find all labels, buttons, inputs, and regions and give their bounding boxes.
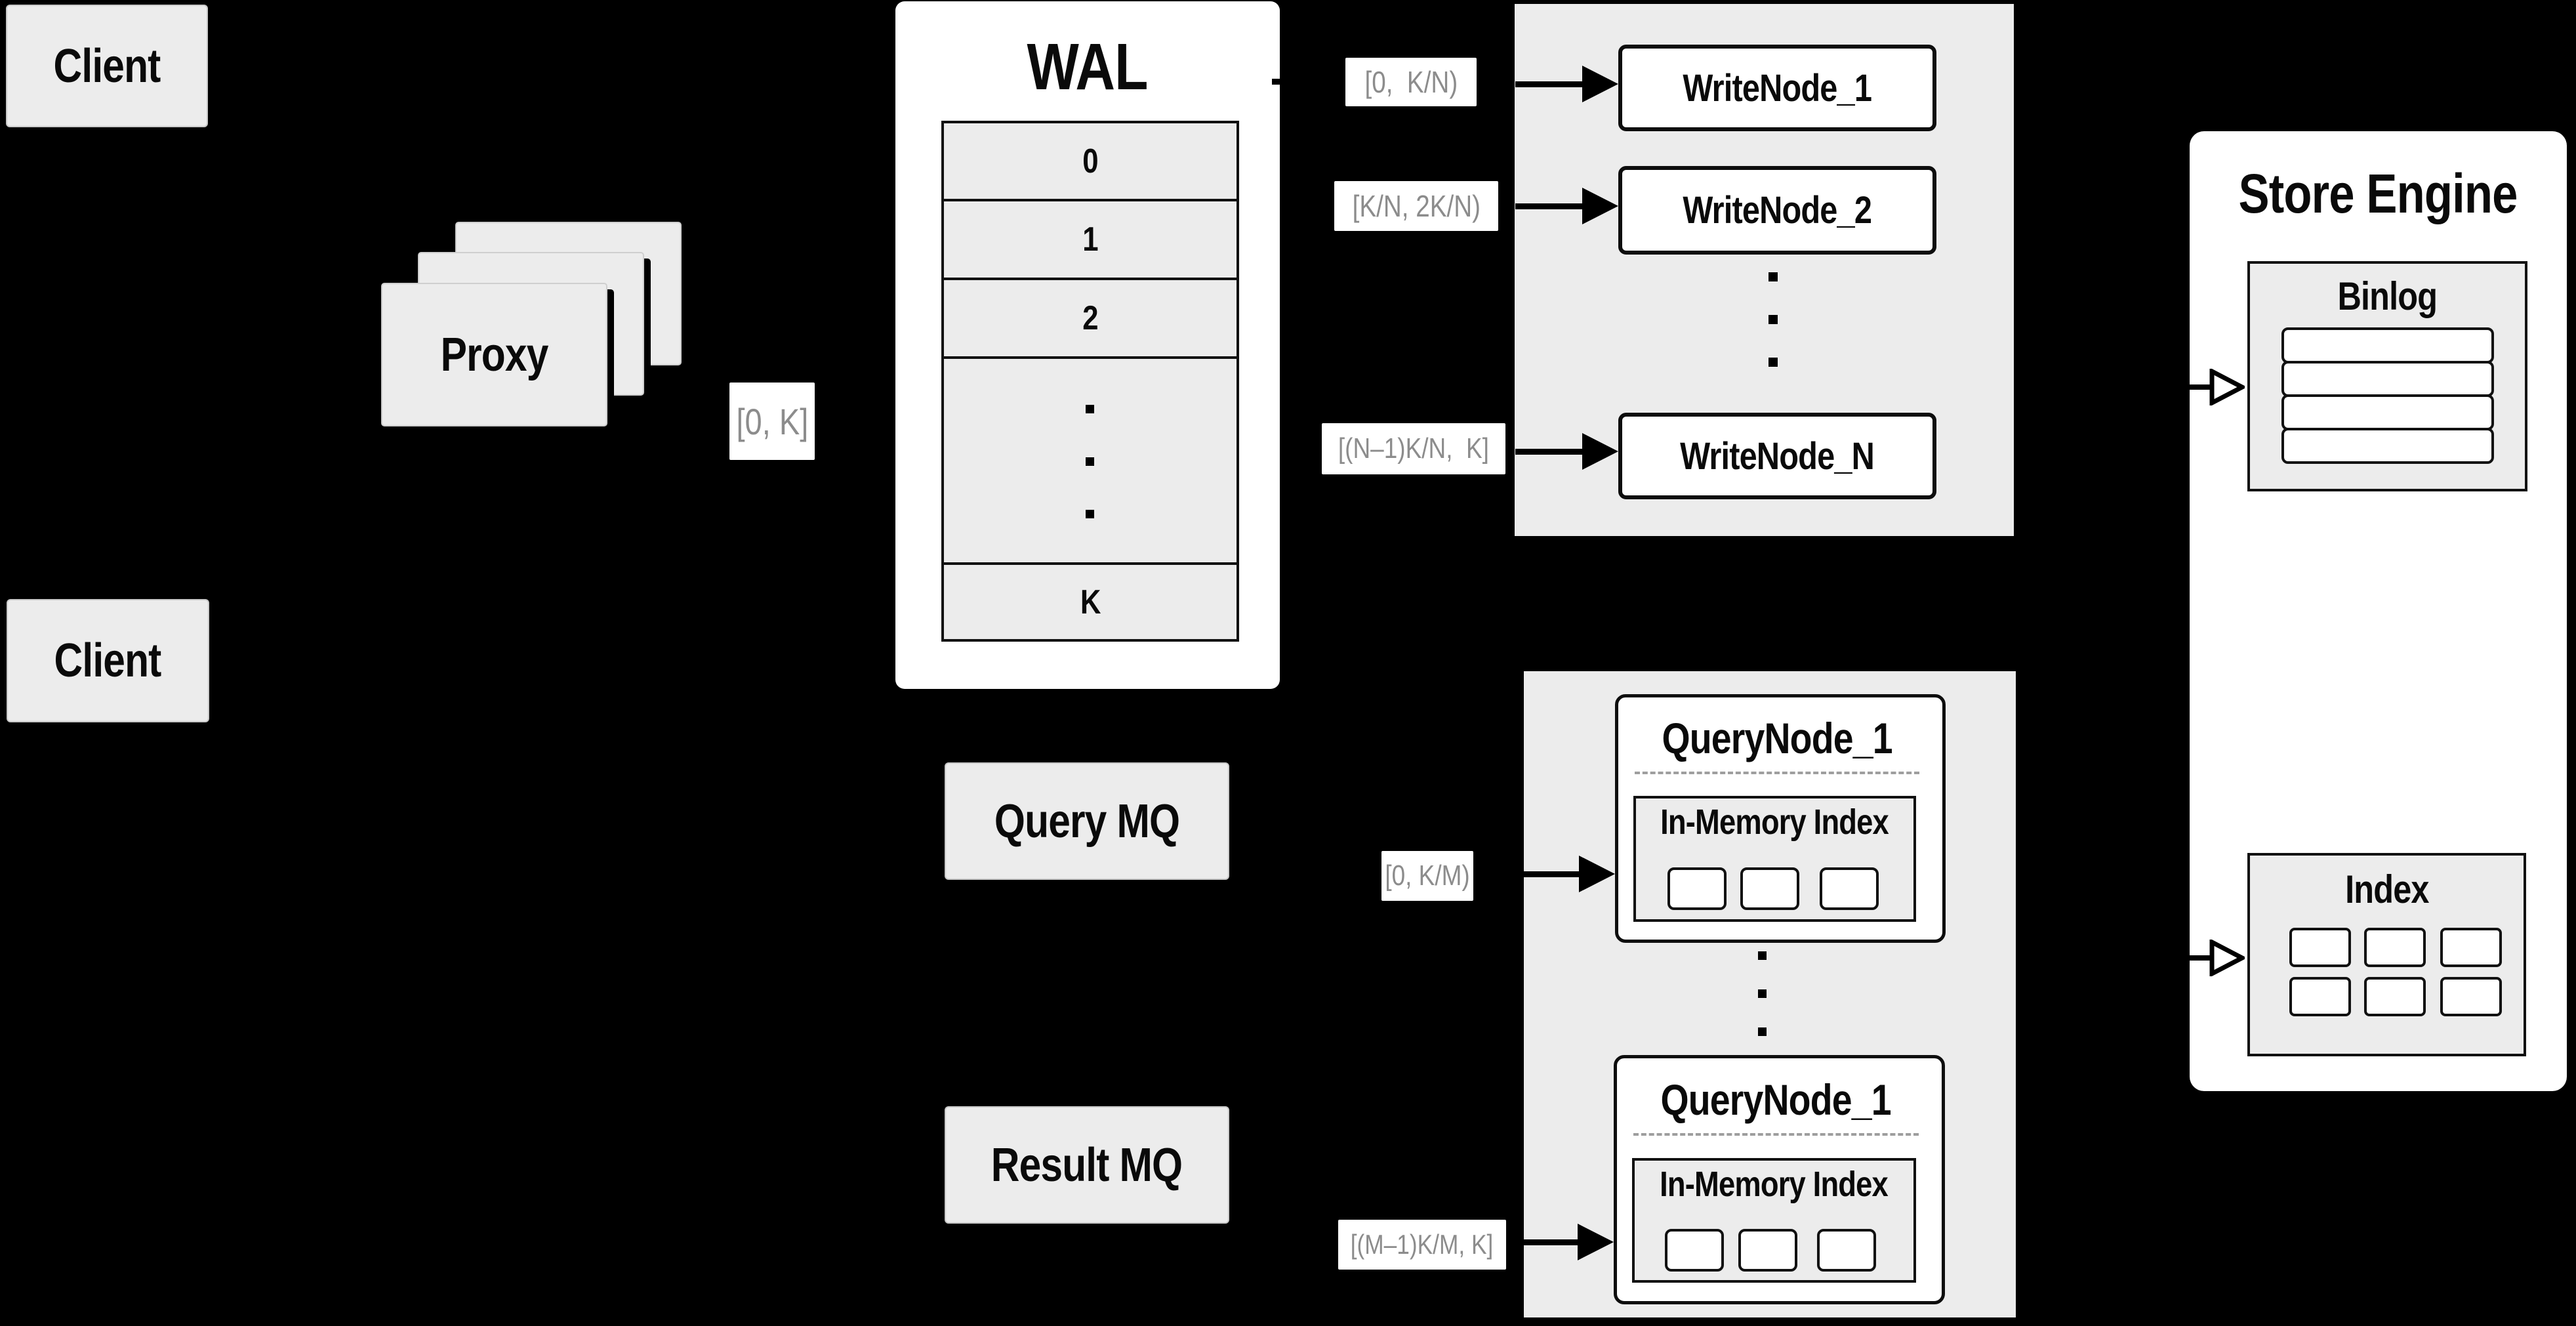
in-memory-index-title-m: In-Memory Index	[1660, 1165, 1889, 1204]
arrow-line-write-1	[1515, 81, 1582, 87]
ellipsis-dot	[1758, 989, 1767, 998]
arrow-line-binlog	[2190, 384, 2212, 390]
wal-row-k: K	[941, 562, 1239, 642]
index-cell	[2364, 977, 2426, 1016]
range-label-write-2: [K/N, 2K/N)	[1334, 181, 1498, 231]
ellipsis-dot	[1758, 1027, 1767, 1036]
arrow-line-query-1	[1524, 871, 1580, 877]
wal-row-2: 2	[941, 278, 1239, 359]
binlog-row	[2281, 361, 2494, 397]
index-cell	[2289, 928, 2351, 967]
write-node-box-2: WriteNode_2	[1618, 166, 1936, 255]
write-node-box-n: WriteNode_N	[1618, 413, 1936, 499]
arrowhead-icon	[1579, 856, 1615, 892]
binlog-rows	[2281, 327, 2494, 464]
binlog-title: Binlog	[2337, 274, 2438, 318]
segment-cell	[1817, 1229, 1876, 1272]
ellipsis-dot	[1768, 272, 1778, 281]
client-box-top: Client	[6, 5, 208, 127]
segment-cell	[1740, 867, 1799, 910]
client-bottom-label: Client	[54, 634, 162, 687]
client-box-bottom: Client	[7, 599, 209, 722]
arrow-line-write-2	[1515, 203, 1582, 209]
segment-cell	[1665, 1229, 1724, 1272]
ellipsis-dot	[1768, 315, 1778, 324]
arrow-line-write-n	[1515, 449, 1582, 455]
open-arrowhead-icon	[2209, 369, 2245, 405]
index-cell	[2364, 928, 2426, 967]
store-engine-title: Store Engine	[2238, 163, 2518, 224]
index-title: Index	[2344, 867, 2429, 911]
result-mq-box: Result MQ	[945, 1106, 1229, 1224]
arrow-line-query-m	[1524, 1239, 1579, 1245]
segment-cell	[1738, 1229, 1797, 1272]
arrowhead-icon	[1582, 188, 1618, 224]
wal-row-0: 0	[941, 121, 1239, 201]
query-node-m-title: QueryNode_1	[1660, 1075, 1892, 1124]
index-cell	[2289, 977, 2351, 1016]
range-label-full: [0, K]	[729, 383, 815, 460]
in-memory-index-title-1: In-Memory Index	[1660, 802, 1890, 842]
binlog-row	[2281, 327, 2494, 363]
client-top-label: Client	[53, 39, 161, 93]
wal-out-connector-stub	[1272, 79, 1281, 85]
segment-cell	[1820, 867, 1879, 910]
arrow-line-index	[2190, 955, 2212, 961]
binlog-row	[2281, 428, 2494, 464]
ellipsis-dot	[1758, 951, 1767, 960]
range-label-write-n: [(N–1)K/N, K]	[1322, 423, 1505, 474]
ellipsis-dot	[1086, 457, 1094, 466]
wal-title: WAL	[1027, 30, 1149, 104]
range-label-write-1: [0, K/N)	[1345, 58, 1477, 106]
proxy-card-front: Proxy	[381, 283, 607, 426]
segment-cell	[1667, 867, 1727, 910]
query-node-1-title: QueryNode_1	[1662, 714, 1892, 762]
arrowhead-icon	[1582, 433, 1618, 470]
range-label-query-m: [(M–1)K/M, K]	[1338, 1220, 1506, 1270]
index-cell	[2440, 977, 2502, 1016]
divider-dashed	[1633, 1133, 1919, 1136]
wal-table: 0 1 2 K	[941, 121, 1239, 642]
arrowhead-icon	[1582, 66, 1618, 102]
query-mq-box: Query MQ	[945, 762, 1229, 880]
arrowhead-icon	[1578, 1224, 1614, 1260]
range-label-query-1: [0, K/M)	[1381, 851, 1473, 901]
wal-row-ellipsis	[941, 356, 1239, 565]
ellipsis-dot	[1086, 405, 1094, 413]
open-arrowhead-icon	[2209, 940, 2245, 976]
divider-dashed	[1635, 772, 1919, 774]
write-node-box-1: WriteNode_1	[1618, 45, 1936, 131]
ellipsis-dot	[1768, 358, 1778, 367]
proxy-label: Proxy	[440, 328, 549, 381]
binlog-box: Binlog	[2247, 261, 2527, 491]
binlog-row	[2281, 394, 2494, 430]
ellipsis-dot	[1086, 510, 1094, 518]
wal-row-1: 1	[941, 199, 1239, 280]
index-cell	[2440, 928, 2502, 967]
